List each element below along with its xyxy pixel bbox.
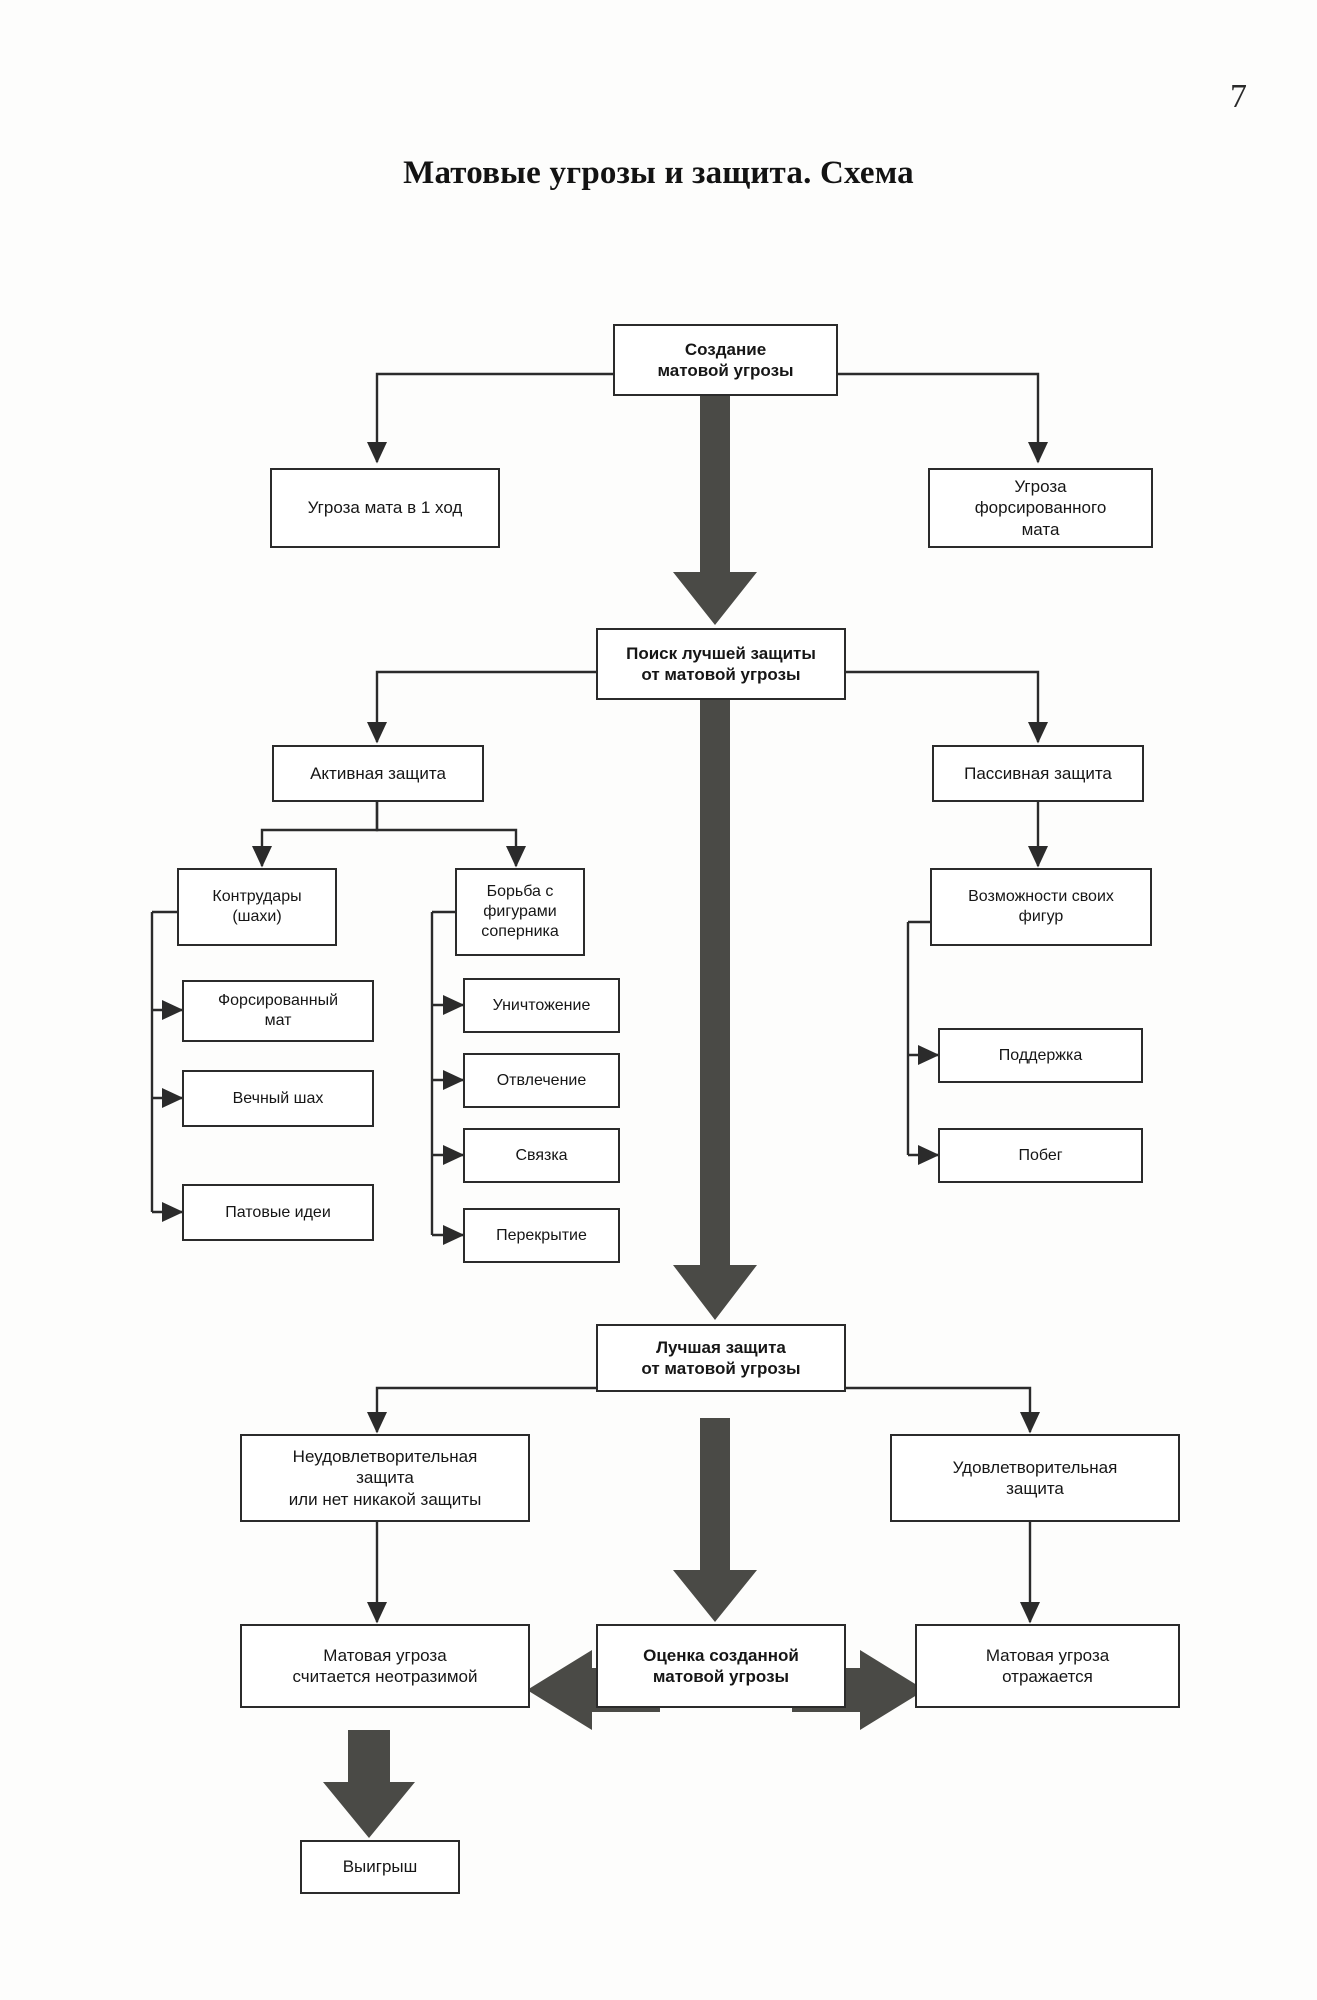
page-title: Матовые угрозы и защита. Схема [403,155,914,191]
node-threat-forced-mate[interactable]: Угроза форсированного мата [928,468,1153,548]
node-unsatisfactory-defense[interactable]: Неудовлетворительная защита или нет ника… [240,1434,530,1522]
node-support[interactable]: Поддержка [938,1028,1143,1083]
node-active-defense[interactable]: Активная защита [272,745,484,802]
node-destruction[interactable]: Уничтожение [463,978,620,1033]
node-forced-mate[interactable]: Форсированный мат [182,980,374,1042]
node-win[interactable]: Выигрыш [300,1840,460,1894]
node-interference[interactable]: Перекрытие [463,1208,620,1263]
node-search-best-defense[interactable]: Поиск лучшей защиты от матовой угрозы [596,628,846,700]
node-counterstrikes[interactable]: Контрудары (шахи) [177,868,337,946]
node-threat-unstoppable[interactable]: Матовая угроза считается неотразимой [240,1624,530,1708]
node-threat-parried[interactable]: Матовая угроза отражается [915,1624,1180,1708]
node-deflection[interactable]: Отвлечение [463,1053,620,1108]
node-escape[interactable]: Побег [938,1128,1143,1183]
node-pin[interactable]: Связка [463,1128,620,1183]
node-satisfactory-defense[interactable]: Удовлетворительная защита [890,1434,1180,1522]
node-passive-defense[interactable]: Пассивная защита [932,745,1144,802]
node-threat-mate-one-move[interactable]: Угроза мата в 1 ход [270,468,500,548]
node-fight-opponent-pieces[interactable]: Борьба с фигурами соперника [455,868,585,956]
page-number: 7 [1230,78,1247,115]
node-evaluate-threat[interactable]: Оценка созданной матовой угрозы [596,1624,846,1708]
node-perpetual-check[interactable]: Вечный шах [182,1070,374,1127]
node-best-defense[interactable]: Лучшая защита от матовой угрозы [596,1324,846,1392]
node-own-pieces-options[interactable]: Возможности своих фигур [930,868,1152,946]
node-stalemate-ideas[interactable]: Патовые идеи [182,1184,374,1241]
thick-arrow-group [323,344,925,1838]
node-create-threat[interactable]: Создание матовой угрозы [613,324,838,396]
